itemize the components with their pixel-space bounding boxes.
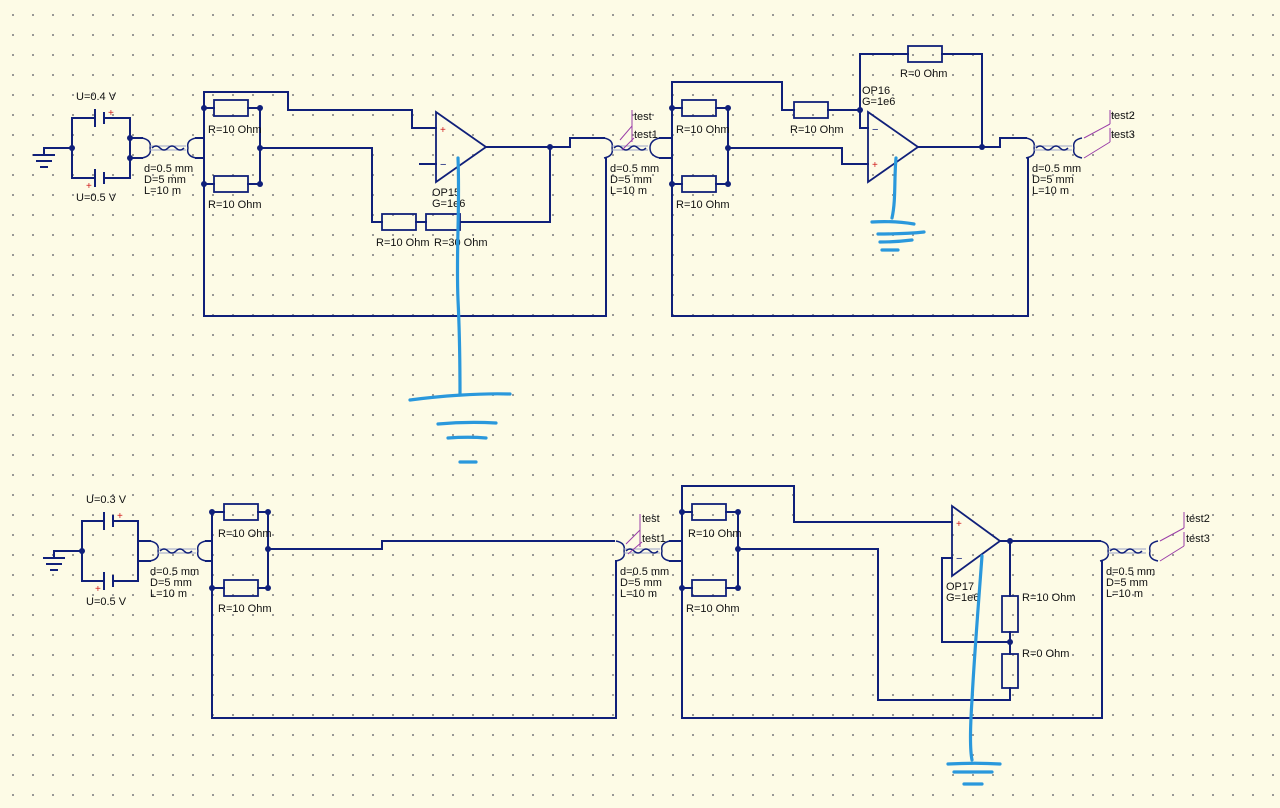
source-voltage-label: U=0.3 V bbox=[86, 494, 127, 506]
resistor-icon[interactable] bbox=[681, 175, 717, 193]
resistor-value-label: R=10 Ohm bbox=[1022, 592, 1076, 604]
svg-text:−: − bbox=[872, 124, 878, 136]
resistor-icon[interactable] bbox=[213, 99, 249, 117]
line-param-label: d=0.5 mm bbox=[620, 566, 669, 578]
line-param-label: L=10 m bbox=[1032, 185, 1069, 197]
node-label-test2[interactable]: test2 bbox=[1186, 513, 1210, 525]
resistor-icon[interactable] bbox=[425, 213, 461, 231]
resistor-value-label: R=30 Ohm bbox=[434, 237, 488, 249]
source-voltage-label: U=0.4 V bbox=[76, 91, 117, 103]
opamp-icon[interactable]: − + bbox=[867, 110, 920, 184]
freehand-ground-annotation bbox=[408, 156, 512, 464]
resistor-value-label: R=0 Ohm bbox=[900, 68, 947, 80]
resistor-value-label: R=10 Ohm bbox=[218, 528, 272, 540]
line-param-label: D=5 mm bbox=[620, 577, 662, 589]
resistor-value-label: R=10 Ohm bbox=[208, 124, 262, 136]
line-param-label: D=5 mm bbox=[150, 577, 192, 589]
resistor-icon[interactable] bbox=[213, 175, 249, 193]
opamp-name-label: OP16 bbox=[862, 85, 890, 97]
node-label-test2[interactable]: test2 bbox=[1111, 110, 1135, 122]
resistor-icon[interactable] bbox=[1001, 595, 1019, 633]
transmission-line-icon[interactable] bbox=[615, 540, 671, 562]
line-param-label: D=5 mm bbox=[1032, 174, 1074, 186]
resistor-value-label: R=10 Ohm bbox=[376, 237, 430, 249]
resistor-icon[interactable] bbox=[691, 579, 727, 597]
resistor-icon[interactable] bbox=[223, 503, 259, 521]
battery-icon[interactable]: + + bbox=[81, 511, 151, 595]
line-param-label: d=0.5 mm bbox=[144, 163, 193, 175]
transmission-line-icon[interactable] bbox=[1025, 137, 1083, 159]
bottom-circuit[interactable]: + + U=0.3 V U=0.5 V d=0.5 mm D=5 mm L=10… bbox=[43, 485, 1210, 719]
svg-text:+: + bbox=[86, 181, 92, 192]
svg-text:−: − bbox=[956, 553, 962, 565]
node-label-test[interactable]: test bbox=[642, 513, 660, 525]
resistor-icon[interactable] bbox=[381, 213, 417, 231]
resistor-value-label: R=10 Ohm bbox=[208, 199, 262, 211]
source-voltage-label: U=0.5 V bbox=[86, 596, 127, 608]
svg-text:+: + bbox=[956, 519, 962, 530]
resistor-value-label: R=10 Ohm bbox=[676, 199, 730, 211]
node-label-test1[interactable]: test1 bbox=[634, 129, 658, 141]
transmission-line-icon[interactable] bbox=[141, 137, 197, 159]
resistor-icon[interactable] bbox=[691, 503, 727, 521]
resistor-icon[interactable] bbox=[1001, 653, 1019, 689]
node-label-test3[interactable]: test3 bbox=[1186, 533, 1210, 545]
line-param-label: L=10 m bbox=[1106, 588, 1143, 600]
svg-text:+: + bbox=[872, 160, 878, 171]
svg-text:+: + bbox=[117, 511, 123, 522]
svg-text:+: + bbox=[440, 125, 446, 136]
resistor-icon[interactable] bbox=[223, 579, 259, 597]
ground-icon[interactable] bbox=[43, 550, 83, 571]
resistor-value-label: R=10 Ohm bbox=[688, 528, 742, 540]
resistor-value-label: R=10 Ohm bbox=[686, 603, 740, 615]
svg-text:−: − bbox=[440, 159, 446, 171]
ground-icon[interactable] bbox=[33, 147, 73, 168]
freehand-ground-annotation bbox=[946, 554, 1002, 786]
line-param-label: D=5 mm bbox=[610, 174, 652, 186]
transmission-line-icon[interactable] bbox=[1099, 540, 1159, 562]
resistor-value-label: R=10 Ohm bbox=[676, 124, 730, 136]
transmission-line-icon[interactable] bbox=[149, 540, 207, 562]
resistor-icon[interactable] bbox=[907, 45, 943, 63]
battery-icon[interactable]: + + bbox=[71, 108, 143, 192]
line-param-label: L=10 m bbox=[150, 588, 187, 600]
opamp-gain-label: G=1e6 bbox=[946, 592, 979, 604]
source-voltage-label: U=0.5 V bbox=[76, 192, 117, 204]
resistor-icon[interactable] bbox=[681, 99, 717, 117]
top-circuit[interactable]: + + U=0.4 V U=0.5 V d=0.5 mm D=5 mm L=10… bbox=[33, 45, 1135, 317]
svg-text:+: + bbox=[95, 584, 101, 595]
line-param-label: L=10 m bbox=[144, 185, 181, 197]
line-param-label: D=5 mm bbox=[144, 174, 186, 186]
freehand-ground-annotation bbox=[870, 156, 926, 252]
opamp-name-label: OP15 bbox=[432, 187, 460, 199]
svg-text:+: + bbox=[108, 108, 114, 119]
resistor-icon[interactable] bbox=[793, 101, 829, 119]
opamp-gain-label: G=1e6 bbox=[432, 198, 465, 210]
resistor-value-label: R=10 Ohm bbox=[790, 124, 844, 136]
resistor-value-label: R=0 Ohm bbox=[1022, 648, 1069, 660]
line-param-label: d=0.5 mm bbox=[150, 566, 199, 578]
line-param-label: d=0.5 mm bbox=[1106, 566, 1155, 578]
node-label-test[interactable]: test bbox=[634, 111, 652, 123]
node-label-test3[interactable]: test3 bbox=[1111, 129, 1135, 141]
opamp-icon[interactable]: + − bbox=[435, 110, 488, 184]
opamp-gain-label: G=1e6 bbox=[862, 96, 895, 108]
opamp-icon[interactable]: + − bbox=[951, 504, 1002, 578]
node-label-test1[interactable]: test1 bbox=[642, 533, 666, 545]
line-param-label: d=0.5 mm bbox=[1032, 163, 1081, 175]
line-param-label: L=10 m bbox=[610, 185, 647, 197]
line-param-label: D=5 mm bbox=[1106, 577, 1148, 589]
line-param-label: L=10 m bbox=[620, 588, 657, 600]
line-param-label: d=0.5 mm bbox=[610, 163, 659, 175]
opamp-name-label: OP17 bbox=[946, 581, 974, 593]
resistor-value-label: R=10 Ohm bbox=[218, 603, 272, 615]
